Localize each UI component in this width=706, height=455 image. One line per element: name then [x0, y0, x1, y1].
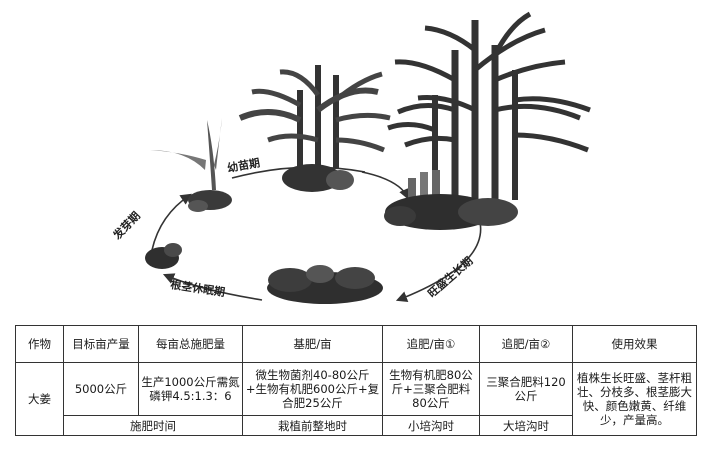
- cell-fertilize-time-label: 施肥时间: [63, 415, 243, 436]
- header-effect: 使用效果: [572, 325, 697, 363]
- stage-label-sprouting: 发芽期: [109, 209, 143, 243]
- fertilizer-table: 作物 目标亩产量 每亩总施肥量 基肥/亩 追肥/亩① 追肥/亩② 使用效果 大姜…: [15, 325, 697, 436]
- table-row: 大姜 5000公斤 生产1000公斤需氮磷钾4.5:1.3：6 微生物菌剂40-…: [15, 362, 697, 436]
- stage-label-dormant: 根茎休眠期: [170, 277, 226, 299]
- cell-effect: 植株生长旺盛、茎杆粗壮、分枝多、根茎膨大快、颜色嫩黄、纤维少，产量高。: [572, 362, 697, 436]
- sprout-plant: [150, 118, 232, 212]
- header-topdress-1: 追肥/亩①: [382, 325, 480, 363]
- stage-label-vigorous: 旺盛生长期: [425, 254, 475, 301]
- header-crop: 作物: [15, 325, 64, 363]
- cell-crop: 大姜: [15, 362, 64, 436]
- dormant-rhizome-large: [267, 265, 383, 304]
- cell-total-fertilizer: 生产1000公斤需氮磷钾4.5:1.3：6: [138, 362, 243, 416]
- dormant-rhizome-small: [145, 243, 182, 269]
- cell-base-time: 栽植前整地时: [242, 415, 383, 436]
- cell-topdress-1: 生物有机肥80公斤+三聚合肥料80公斤: [382, 362, 480, 416]
- ginger-growth-cycle-illustration: 发芽期 幼苗期 旺盛生长期 根茎休眠期: [109, 11, 591, 304]
- header-total-fertilizer: 每亩总施肥量: [138, 325, 243, 363]
- seedling-plant: [238, 65, 391, 192]
- cell-topdress-2-time: 大培沟时: [479, 415, 573, 436]
- header-base-fertilizer: 基肥/亩: [242, 325, 383, 363]
- table-footer-row: 施肥时间 栽植前整地时 小培沟时 大培沟时: [16, 415, 697, 436]
- header-target-yield: 目标亩产量: [63, 325, 139, 363]
- cell-target-yield: 5000公斤: [63, 362, 139, 416]
- header-topdress-2: 追肥/亩②: [479, 325, 573, 363]
- vigorous-plant: [384, 11, 591, 230]
- cell-topdress-2: 三聚合肥料120公斤: [479, 362, 573, 416]
- cycle-arrows: [151, 166, 482, 302]
- cell-topdress-1-time: 小培沟时: [382, 415, 480, 436]
- cell-base-fertilizer: 微生物菌剂40-80公斤+生物有机肥600公斤+复合肥25公斤: [242, 362, 383, 416]
- table-header-row: 作物 目标亩产量 每亩总施肥量 基肥/亩 追肥/亩① 追肥/亩② 使用效果: [15, 325, 697, 363]
